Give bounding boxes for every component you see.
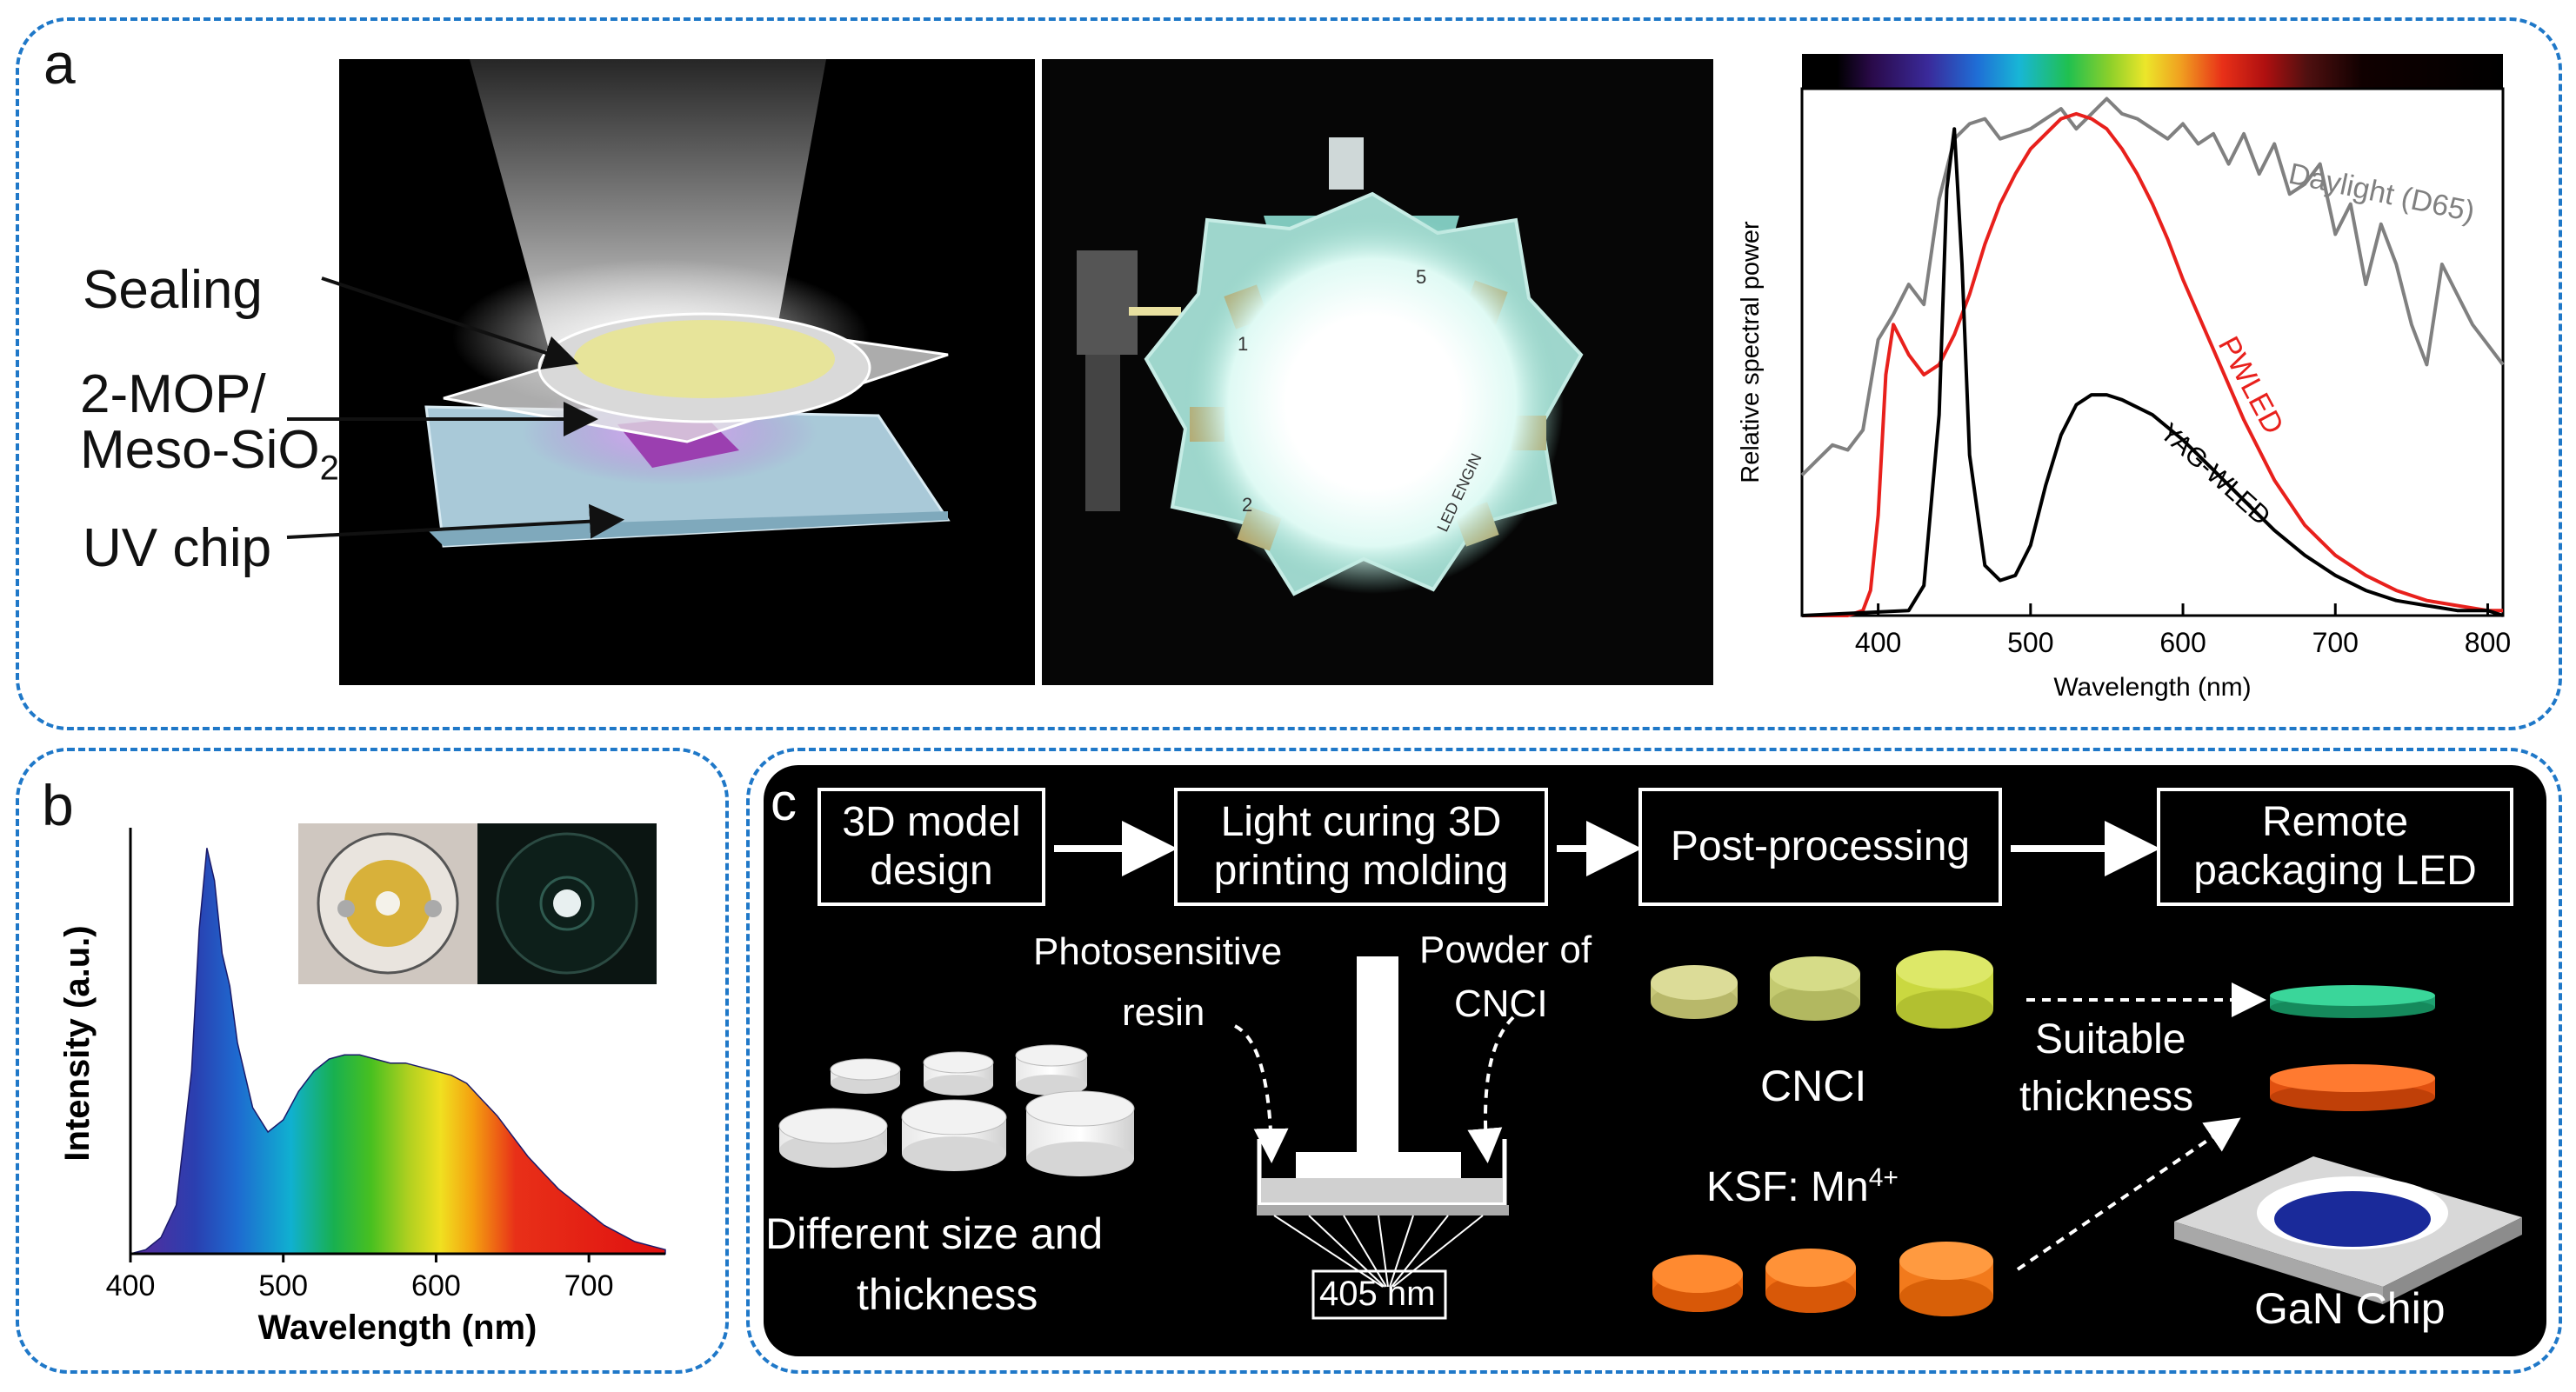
x-tick-label: 500 xyxy=(258,1269,308,1302)
powder-label-2: CNCI xyxy=(1454,982,1548,1025)
layer-arrows xyxy=(286,276,624,539)
different-size-label-1: Different size and xyxy=(765,1209,1104,1258)
panel-c-label: c xyxy=(771,773,797,831)
cylinder-samples xyxy=(778,1044,1135,1176)
suitable-label-2: thickness xyxy=(2019,1074,2194,1120)
uv-chip-label: UV chip xyxy=(83,518,272,578)
uv-chip-arrow xyxy=(286,503,624,539)
x-tick-label: 400 xyxy=(106,1269,156,1302)
mop-label-line1: 2-MOP/ xyxy=(80,364,266,424)
x-tick-label: 700 xyxy=(564,1269,614,1302)
405nm-box xyxy=(1311,1269,1447,1320)
led-glow xyxy=(1181,211,1564,594)
x-tick-label: 600 xyxy=(2159,627,2206,658)
led-schematic-image xyxy=(339,59,1035,685)
powder-label-1: Powder of xyxy=(1419,929,1592,971)
x-axis-label: Wavelength (nm) xyxy=(258,1309,537,1347)
board-number-5: 5 xyxy=(1416,266,1426,288)
ksf-label: KSF: Mn4+ xyxy=(1706,1163,1899,1211)
panel-a-label: a xyxy=(43,31,76,96)
suitable-label-1: Suitable xyxy=(2035,1016,2186,1062)
inset-photo-uv xyxy=(477,823,657,984)
led-schematic-drawing xyxy=(424,59,951,548)
ksf-dashed-arrow xyxy=(2016,1117,2241,1271)
series-pwled xyxy=(1802,111,2503,617)
series-yag-wled xyxy=(1801,127,2504,617)
spectrum-bar xyxy=(1802,54,2503,89)
resin-dashed-arrow xyxy=(1234,1024,1289,1163)
panel-b-label: b xyxy=(42,773,74,837)
panel-c-frame xyxy=(746,748,2562,1374)
x-tick-label: 600 xyxy=(411,1269,461,1302)
panel-a-frame xyxy=(16,17,2562,730)
ksf-pellets xyxy=(1652,1242,1993,1316)
sealing-arrow xyxy=(321,276,579,370)
powder-dashed-arrow xyxy=(1467,1016,1515,1163)
x-tick-label: 800 xyxy=(2465,627,2511,658)
y-axis-label: Relative spectral power xyxy=(1737,221,1765,483)
different-size-label-2: thickness xyxy=(857,1270,1038,1319)
led-board-photo: 5 1 2 LED ENGIN xyxy=(1042,59,1713,685)
x-axis-label: Wavelength (nm) xyxy=(2053,673,2251,702)
panel-b-frame xyxy=(16,748,729,1374)
photosensitive-label-1: Photosensitive xyxy=(1033,930,1283,973)
mop-subscript: 2 xyxy=(319,449,339,488)
ksf-superscript: 4+ xyxy=(1868,1163,1899,1192)
y-axis-label: Intensity (a.u.) xyxy=(58,925,97,1161)
intensity-chart: 400 500 600 700 Wavelength (nm) Intensity (… xyxy=(58,828,666,1347)
405nm-label: 405 nm xyxy=(1319,1275,1436,1313)
sealing-label: Sealing xyxy=(83,260,263,320)
series-daylight-d65 xyxy=(1800,97,2505,476)
mop-label-line2: Meso-SiO2 xyxy=(80,419,339,488)
inset-photo-on xyxy=(298,823,477,984)
mop-text: Meso-SiO xyxy=(80,420,320,480)
x-tick-label: 400 xyxy=(1855,627,1901,658)
flow-step-model-design: 3D model design xyxy=(818,788,1045,906)
flow-step-post-processing: Post-processing xyxy=(1638,788,2002,906)
led-board-drawing: 5 1 2 LED ENGIN xyxy=(1042,59,1713,685)
flow-step-light-curing: Light curing 3D printing molding xyxy=(1174,788,1548,906)
board-number-1: 1 xyxy=(1238,333,1248,355)
gan-chip-label: GaN Chip xyxy=(2254,1284,2446,1333)
x-tick-label: 500 xyxy=(2007,627,2053,658)
spectral-power-chart: 400 500 600 700 800 Wavelength (nm) Relative… xyxy=(1737,87,2511,702)
plot-frame xyxy=(1800,87,2505,617)
green-film xyxy=(2270,985,2435,1018)
cnci-pellets xyxy=(1651,950,1993,1029)
cnci-label: CNCI xyxy=(1760,1062,1867,1110)
ksf-text: KSF: Mn xyxy=(1706,1164,1869,1210)
spectrum-area xyxy=(130,848,666,1255)
orange-film xyxy=(2270,1064,2435,1111)
gan-chip-package xyxy=(2174,1156,2522,1304)
board-number-2: 2 xyxy=(1242,494,1252,516)
x-tick-label: 700 xyxy=(2312,627,2359,658)
printer-schematic xyxy=(1257,956,1509,1320)
phosphor-disk xyxy=(574,320,835,398)
photosensitive-label-2: resin xyxy=(1122,991,1205,1034)
